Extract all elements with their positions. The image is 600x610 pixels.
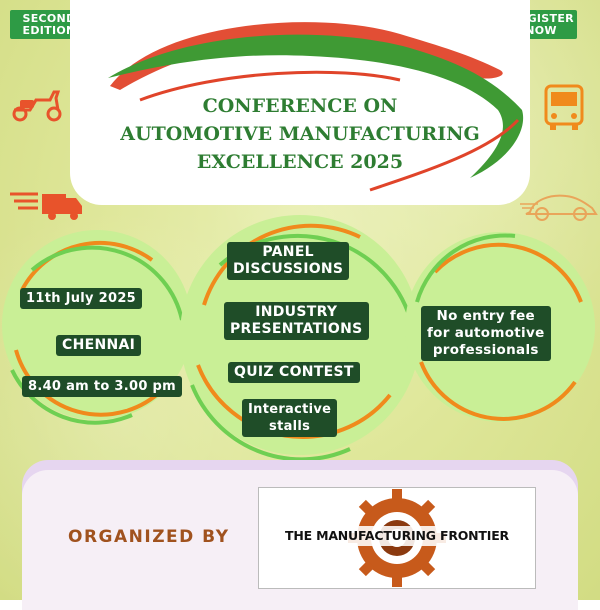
- interactive-stalls-tag: Interactive stalls: [242, 399, 338, 437]
- car-swoosh-icon: [108, 22, 524, 192]
- edition-line-2: EDITION: [22, 24, 76, 37]
- title-card: CONFERENCE ON AUTOMOTIVE MANUFACTURING E…: [70, 0, 530, 205]
- panel-line-1: PANEL: [262, 244, 314, 260]
- car-icon: [520, 194, 598, 221]
- panel-line-2: DISCUSSIONS: [233, 261, 344, 277]
- panel-discussions-tag: PANEL DISCUSSIONS: [227, 242, 350, 280]
- event-date: 11th July 2025: [20, 288, 143, 309]
- circle-arcs: [10, 240, 184, 425]
- fee-line-3: professionals: [432, 342, 539, 358]
- title-line-2: AUTOMOTIVE MANUFACTURING: [120, 123, 480, 145]
- gear-logo-icon: [265, 489, 529, 587]
- industry-line-1: INDUSTRY: [255, 304, 338, 320]
- edition-line-1: SECOND: [22, 12, 76, 25]
- event-city: CHENNAI: [56, 335, 142, 356]
- truck-icon: [10, 192, 82, 220]
- entry-fee-circle: No entry fee for automotive professional…: [405, 232, 595, 422]
- scooter-icon: [12, 90, 62, 122]
- entry-fee-note: No entry fee for automotive professional…: [421, 306, 551, 361]
- stalls-line-1: Interactive: [248, 402, 332, 417]
- title-line-1: CONFERENCE ON: [202, 95, 398, 117]
- activities-circle: PANEL DISCUSSIONS INDUSTRY PRESENTATIONS…: [180, 215, 420, 462]
- title-line-3: EXCELLENCE 2025: [196, 151, 404, 173]
- organizer-name: THE MANUFACTURING FRONTIER: [285, 528, 509, 543]
- bus-icon: [544, 84, 584, 130]
- stalls-line-2: stalls: [269, 419, 311, 434]
- industry-presentations-tag: INDUSTRY PRESENTATIONS: [224, 302, 369, 340]
- conference-title: CONFERENCE ON AUTOMOTIVE MANUFACTURING E…: [70, 92, 530, 176]
- circle-arcs: [415, 233, 583, 421]
- organizer-logo: THE MANUFACTURING FRONTIER: [258, 487, 536, 589]
- fee-line-1: No entry fee: [436, 308, 535, 324]
- register-line-2: NOW: [525, 24, 557, 37]
- event-details-circle: 11th July 2025 CHENNAI 8.40 am to 3.00 p…: [2, 230, 192, 425]
- quiz-contest-tag: QUIZ CONTEST: [228, 362, 360, 383]
- event-time: 8.40 am to 3.00 pm: [22, 376, 182, 397]
- industry-line-2: PRESENTATIONS: [230, 321, 363, 337]
- fee-line-2: for automotive: [427, 325, 545, 341]
- organized-by-label: ORGANIZED BY: [68, 527, 230, 547]
